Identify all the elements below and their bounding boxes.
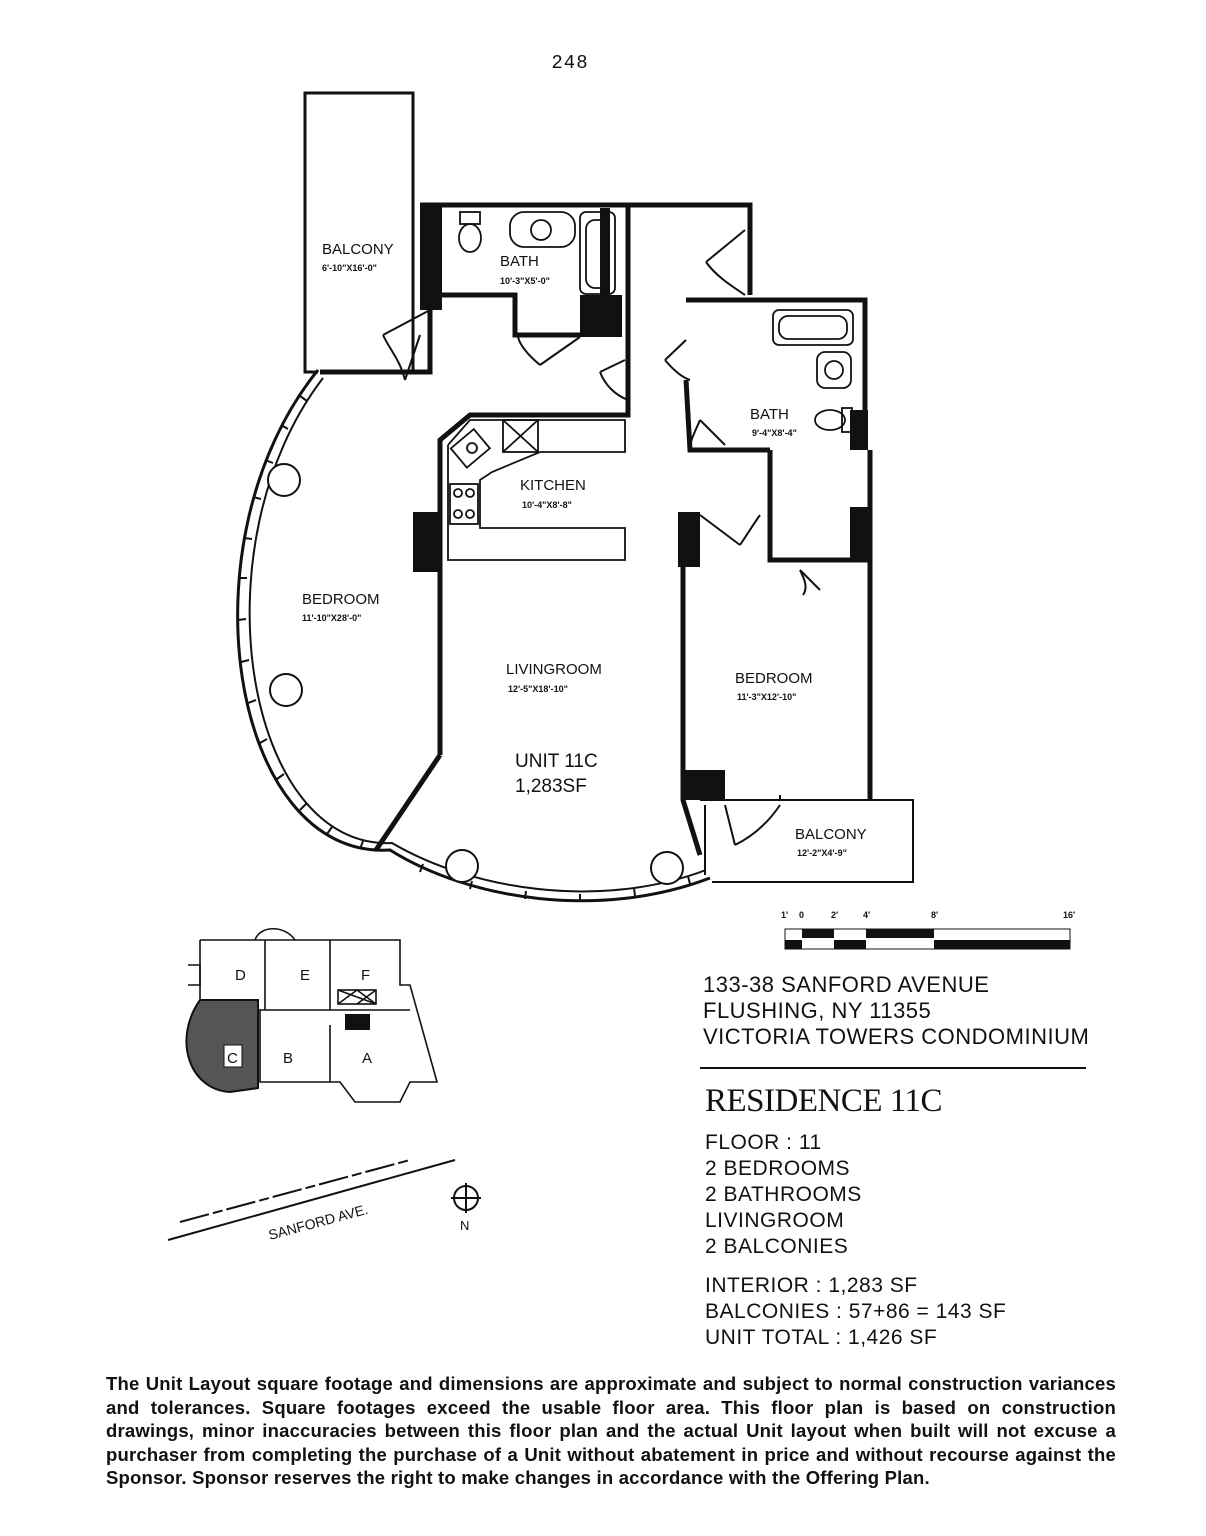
- bath-right-dims: 9'-4"X8'-4": [752, 428, 797, 438]
- key-unit-d: D: [235, 967, 246, 984]
- curved-facade-outer: [236, 369, 711, 903]
- balcony-top-label: BALCONY: [322, 241, 394, 258]
- page-number: 248: [551, 52, 589, 74]
- specs-list: FLOOR : 11 2 BEDROOMS 2 BATHROOMS LIVING…: [705, 1130, 862, 1260]
- bedroom-right-dims: 11'-3"X12'-10": [737, 692, 796, 702]
- scale-label-5: 16': [1063, 910, 1075, 920]
- area-balconies: BALCONIES : 57+86 = 143 SF: [705, 1300, 1007, 1323]
- spec-livingroom: LIVINGROOM: [705, 1209, 845, 1232]
- wall-closet: [767, 450, 868, 563]
- key-unit-b: B: [283, 1050, 293, 1067]
- disclaimer-text: The Unit Layout square footage and dimen…: [106, 1373, 1116, 1488]
- wall-upper: [420, 202, 753, 295]
- north-label: N: [460, 1218, 469, 1233]
- wall-bath-top-bottom: [440, 292, 580, 338]
- bath-top-label: BATH: [500, 253, 539, 270]
- spec-balconies: 2 BALCONIES: [705, 1235, 849, 1258]
- livingroom-dims: 12'-5"X18'-10": [508, 684, 568, 694]
- scale-label-0: 1': [781, 910, 788, 920]
- scale-bar: 1' 0 2' 4' 8' 16': [781, 910, 1075, 950]
- wall-bedroom-right: [680, 560, 703, 856]
- bedroom-left-label: BEDROOM: [302, 591, 380, 608]
- spec-bathrooms: 2 BATHROOMS: [705, 1183, 862, 1206]
- spec-bedrooms: 2 BEDROOMS: [705, 1157, 851, 1180]
- address-line-2: FLUSHING, NY 11355: [703, 998, 932, 1023]
- key-unit-f: F: [361, 967, 370, 984]
- balcony-bottom-dims: 12'-2"X4'-9": [797, 848, 847, 858]
- key-unit-e: E: [300, 967, 310, 984]
- wall-livingroom-diag: [373, 753, 443, 852]
- areas-list: INTERIOR : 1,283 SF BALCONIES : 57+86 = …: [705, 1273, 1006, 1351]
- north-arrow-icon: [451, 1183, 481, 1213]
- area-interior: INTERIOR : 1,283 SF: [705, 1274, 918, 1297]
- unit-area-label: 1,283SF: [515, 776, 587, 797]
- area-unit-total: UNIT TOTAL : 1,426 SF: [705, 1326, 938, 1349]
- unit-c-highlight: [185, 999, 259, 1094]
- key-plan: D E F C B A SANFORD AVE. N: [167, 927, 481, 1243]
- bath-top-dims: 10'-3"X5'-0": [500, 276, 550, 286]
- balcony-top-outline: [303, 91, 415, 374]
- scale-label-2: 2': [831, 910, 838, 920]
- wall-right-upper: [686, 297, 868, 450]
- bedroom-right-label: BEDROOM: [735, 670, 813, 687]
- curved-facade-inner: [248, 377, 707, 893]
- livingroom-label: LIVINGROOM: [506, 661, 602, 678]
- scale-label-4: 8': [931, 910, 938, 920]
- address-line-3: VICTORIA TOWERS CONDOMINIUM: [703, 1024, 1090, 1049]
- unit-label: UNIT 11C: [515, 751, 598, 772]
- scale-label-1: 0: [799, 910, 804, 920]
- address-block: 133-38 SANFORD AVENUE FLUSHING, NY 11355…: [703, 972, 1089, 1050]
- balcony-bottom-outline: [700, 799, 914, 883]
- residence-title: RESIDENCE 11C: [705, 1083, 943, 1119]
- balcony-top-dims: 6'-10"X16'-0": [322, 263, 377, 273]
- spec-floor: FLOOR : 11: [705, 1131, 822, 1154]
- address-line-1: 133-38 SANFORD AVENUE: [703, 972, 990, 997]
- bedroom-left-dims: 11'-10"X28'-0": [302, 613, 361, 623]
- key-unit-c: C: [227, 1050, 238, 1067]
- bath-right-label: BATH: [750, 406, 789, 423]
- key-unit-a: A: [362, 1050, 372, 1067]
- balcony-bottom-label: BALCONY: [795, 826, 867, 843]
- kitchen-label: KITCHEN: [520, 477, 586, 494]
- kitchen-dims: 10'-4"X8'-8": [522, 500, 572, 510]
- scale-label-3: 4': [863, 910, 870, 920]
